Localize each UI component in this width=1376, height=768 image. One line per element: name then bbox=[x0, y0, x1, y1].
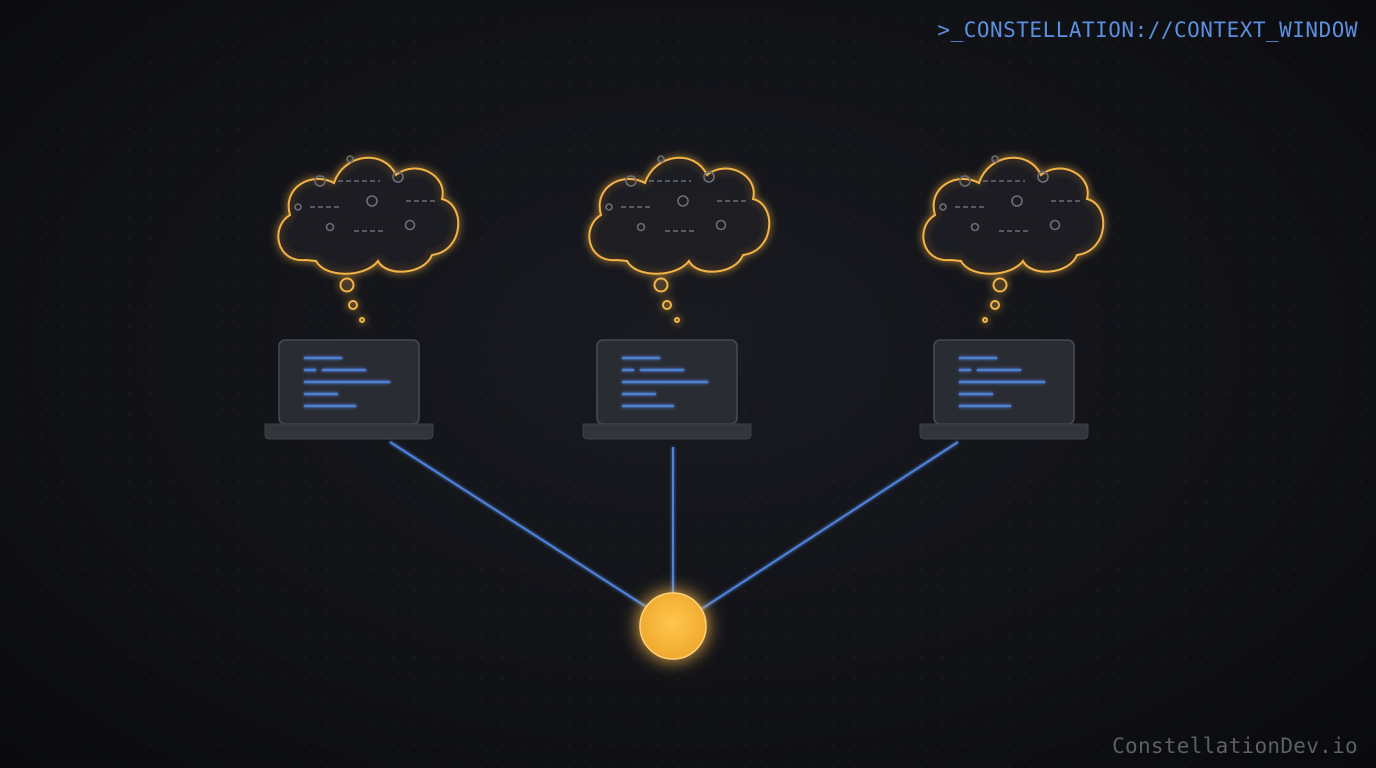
thought-dots bbox=[982, 277, 1008, 323]
connector-line-3 bbox=[699, 441, 959, 611]
watermark: ConstellationDev.io bbox=[1112, 734, 1358, 758]
laptop-icon bbox=[920, 340, 1088, 439]
header-tag: >_CONSTELLATION://CONTEXT_WINDOW bbox=[937, 18, 1358, 42]
thought-dots bbox=[339, 277, 365, 323]
laptop-icon bbox=[583, 340, 751, 439]
connector-line-1 bbox=[389, 441, 649, 609]
cloud-thought-bubble-icon bbox=[278, 156, 458, 274]
cloud-thought-bubble-icon bbox=[589, 156, 769, 274]
agent-group-3 bbox=[920, 156, 1103, 439]
connectors bbox=[389, 441, 959, 611]
cloud-thought-bubble-icon bbox=[923, 156, 1103, 274]
thought-dots bbox=[653, 277, 680, 323]
laptop-icon bbox=[265, 340, 433, 439]
agent-group-1 bbox=[265, 156, 458, 439]
agent-group-2 bbox=[583, 156, 769, 439]
shared-context-node-icon bbox=[639, 592, 707, 660]
